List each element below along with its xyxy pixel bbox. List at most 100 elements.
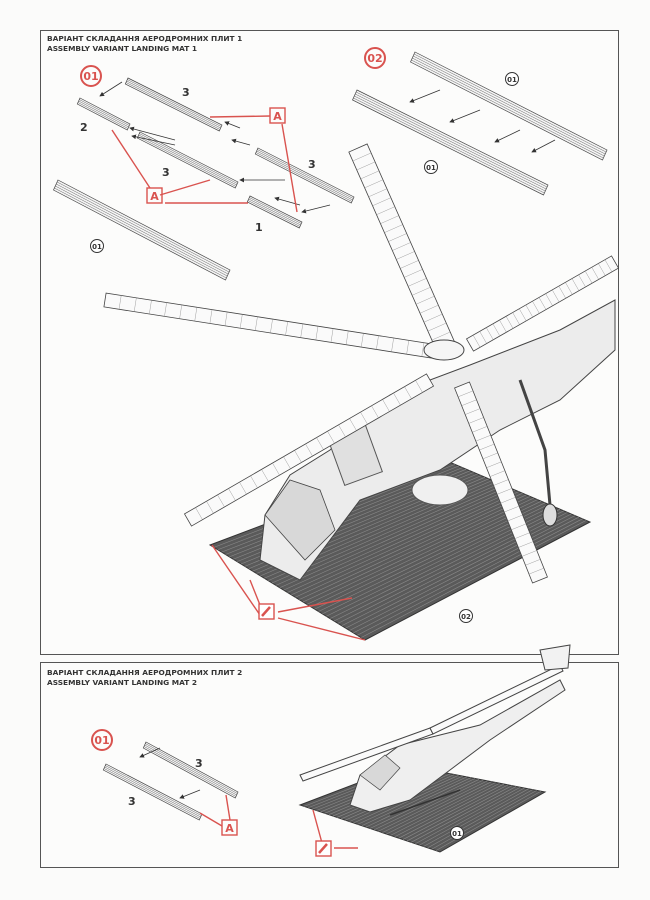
blade-rib bbox=[376, 335, 379, 350]
blade-rib bbox=[396, 251, 415, 260]
step-marker-01: 01 bbox=[80, 65, 102, 87]
svg-text:02: 02 bbox=[367, 52, 382, 65]
part-number: 3 bbox=[128, 795, 136, 808]
mat-slat-line bbox=[402, 784, 509, 840]
mat-slat-line bbox=[78, 100, 129, 128]
glue-label-a: A bbox=[269, 107, 286, 124]
mat-slat-line bbox=[314, 500, 542, 610]
blade-rib bbox=[512, 312, 520, 325]
mat-slat-line bbox=[279, 486, 508, 589]
rotor-hub bbox=[423, 339, 465, 361]
blade-rib bbox=[458, 390, 474, 398]
blade-rib bbox=[338, 424, 346, 438]
part-ref-01: 01 bbox=[450, 826, 464, 840]
blade-rib bbox=[431, 331, 451, 341]
mat-slat-line bbox=[256, 150, 353, 201]
mat-slat-line bbox=[291, 491, 519, 596]
mat-slat-line bbox=[56, 181, 230, 273]
blade-rib bbox=[360, 170, 380, 180]
blade-rib bbox=[228, 488, 236, 501]
helicopter-illustration-skycrane bbox=[103, 143, 620, 641]
blade-rib bbox=[565, 282, 573, 295]
part-number: 2 bbox=[80, 121, 88, 134]
step-marker-01: 01 bbox=[91, 729, 113, 751]
landing-mat-strip bbox=[410, 51, 608, 161]
blade-rib bbox=[584, 270, 593, 284]
mat-slat-line bbox=[349, 515, 576, 631]
blade-rib bbox=[558, 286, 566, 299]
mat-slat-line bbox=[103, 768, 201, 819]
mat-slat-line bbox=[373, 779, 480, 831]
blade-rib bbox=[415, 380, 423, 393]
mat-slat-line bbox=[137, 136, 237, 187]
blade-rib bbox=[475, 435, 491, 442]
helicopter-fuselage bbox=[259, 299, 616, 581]
blade-rib bbox=[194, 307, 198, 322]
helicopter-fuselage bbox=[349, 679, 566, 813]
blade-rib bbox=[261, 469, 269, 482]
assembly-arrow bbox=[449, 109, 481, 123]
blade-rib bbox=[538, 297, 547, 310]
mat-slat-line bbox=[353, 97, 545, 194]
mat-slat-line bbox=[415, 786, 521, 844]
svg-text:01: 01 bbox=[83, 70, 98, 83]
mat-slat-line bbox=[411, 59, 604, 159]
blade-rib bbox=[345, 330, 349, 345]
blade-rib bbox=[349, 418, 357, 431]
mat-slat-line bbox=[412, 57, 605, 157]
part-ref-01: 01 bbox=[90, 239, 104, 253]
blade-rib bbox=[209, 309, 213, 324]
blade-rib bbox=[315, 326, 319, 341]
mat-slat-line bbox=[413, 55, 606, 155]
mat-slat-line bbox=[354, 95, 546, 192]
svg-text:A: A bbox=[273, 110, 282, 123]
blade-rib bbox=[272, 462, 280, 476]
part-ref-01: 01 bbox=[424, 160, 438, 174]
assembly-arrow bbox=[131, 134, 176, 146]
blade-rib bbox=[368, 188, 388, 197]
part-ref-02: 02 bbox=[459, 609, 473, 623]
part-number: 3 bbox=[162, 166, 170, 179]
fuel-tank bbox=[411, 474, 469, 506]
blade-rib bbox=[361, 333, 364, 348]
blade-rib bbox=[250, 475, 258, 488]
mat-slat-line bbox=[390, 782, 496, 836]
blade-rib bbox=[421, 342, 425, 357]
blade-rib bbox=[408, 278, 427, 287]
mat-slat-line bbox=[419, 787, 525, 846]
mat-slat-line bbox=[411, 786, 517, 843]
svg-text:A: A bbox=[225, 822, 234, 835]
svg-text:01: 01 bbox=[507, 76, 517, 84]
mat-slat-line bbox=[104, 766, 201, 818]
mat-slat-line bbox=[361, 776, 467, 827]
blade-rib bbox=[500, 497, 516, 504]
blade-rib bbox=[305, 443, 313, 457]
mat-slat-line bbox=[54, 187, 227, 279]
blade-rib bbox=[493, 479, 509, 486]
blade-rib bbox=[578, 274, 586, 288]
mat-slat-line bbox=[341, 512, 568, 627]
blade-rib bbox=[532, 301, 540, 314]
blade-rib bbox=[270, 319, 273, 333]
landing-mat-strip bbox=[53, 179, 231, 281]
blade-rib bbox=[552, 289, 560, 303]
blade-rib bbox=[406, 340, 410, 355]
section-title-ua: ВАРІАНТ СКЛАДАННЯ АЕРОДРОМНИХ ПЛИТ 1 bbox=[47, 34, 243, 43]
mat-slat-line bbox=[144, 744, 237, 796]
mat-slat-line bbox=[283, 488, 512, 591]
blade-rib bbox=[511, 523, 527, 530]
blade-rib bbox=[591, 267, 599, 280]
landing-wheel bbox=[542, 503, 558, 527]
mat-slat-line bbox=[298, 494, 527, 600]
landing-mat-parts bbox=[53, 51, 608, 821]
mat-slat-line bbox=[275, 484, 504, 586]
blade-rib bbox=[545, 293, 553, 306]
blade-rib bbox=[330, 328, 334, 343]
blade-rib bbox=[528, 567, 544, 575]
mat-slat-line bbox=[413, 53, 607, 153]
mat-slat-line bbox=[355, 93, 547, 190]
mat-slat-line bbox=[398, 783, 504, 839]
blade-rib bbox=[492, 323, 501, 337]
mat-slat-line bbox=[247, 200, 301, 227]
blade-rib bbox=[327, 431, 335, 444]
